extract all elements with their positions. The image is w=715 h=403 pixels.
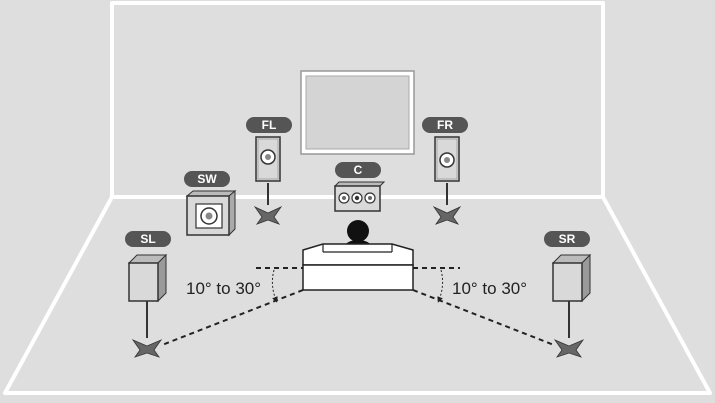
subwoofer: SW [184, 171, 237, 237]
surround-right-speaker: SR [544, 231, 592, 358]
c-label: C [354, 163, 363, 177]
fl-label: FL [262, 118, 277, 132]
right-angle-label: 10° to 30° [452, 279, 527, 298]
right-surround-line [412, 289, 555, 346]
sofa-base [302, 264, 414, 291]
c-label-badge [335, 162, 381, 178]
fr-label-badge [422, 117, 468, 133]
front-right-speaker: FR [422, 117, 468, 225]
sr-label-badge [544, 231, 590, 247]
tv-screen [300, 70, 415, 155]
sl-label-badge [125, 231, 171, 247]
sw-label: SW [197, 172, 217, 186]
sw-label-badge [184, 171, 230, 187]
fr-label: FR [437, 118, 453, 132]
fl-label-badge [246, 117, 292, 133]
listener-sofa [302, 220, 414, 291]
sofa-back [302, 243, 414, 266]
surround-left-speaker: SL [125, 231, 171, 358]
sr-label: SR [559, 232, 576, 246]
front-left-speaker: FL [246, 117, 292, 225]
angle-guides [161, 267, 555, 346]
left-angle-label: 10° to 30° [186, 279, 261, 298]
left-surround-line [161, 289, 304, 346]
listener-head [347, 220, 369, 242]
sl-label: SL [140, 232, 155, 246]
center-speaker: C [333, 162, 386, 212]
